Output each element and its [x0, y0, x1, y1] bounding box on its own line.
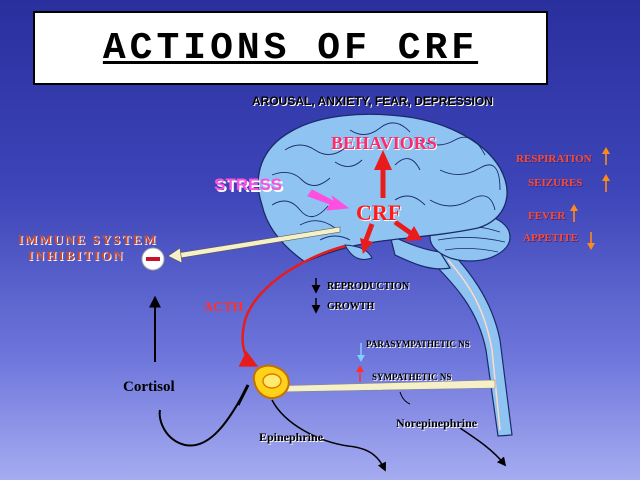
cortisol-loop: [158, 384, 249, 447]
behaviors-label: BEHAVIORS: [331, 133, 437, 153]
pituitary: [344, 244, 373, 260]
reproduction-label: REPRODUCTION: [327, 281, 410, 292]
norepinephrine-arrow: [459, 427, 507, 467]
respiration-label: RESPIRATION: [516, 153, 592, 165]
acth-arrow: [238, 244, 346, 367]
immune-label-line2: INHIBITION: [28, 248, 125, 263]
stress-arrow: [307, 189, 350, 211]
immune-label: IMMUNE SYSTEM INHIBITION: [18, 232, 158, 264]
parasympathetic-label: PARASYMPATHETIC NS: [366, 339, 470, 349]
page-title: ACTIONS OF CRF: [102, 27, 479, 70]
growth-label: GROWTH: [327, 301, 375, 312]
spinal-cord: [431, 238, 513, 437]
title-box: ACTIONS OF CRF: [33, 11, 548, 85]
acth-label: ACTH: [203, 300, 244, 315]
epinephrine-label: Epinephrine: [259, 430, 324, 444]
brain-stem: [389, 233, 451, 270]
seizures-label: SEIZURES: [528, 177, 583, 189]
appetite-label: APPETITE: [523, 232, 579, 244]
epinephrine-arrow: [271, 399, 387, 472]
spinal-cord-highlight: [447, 259, 501, 431]
sympathetic-label: SYMPATHETIC NS: [372, 372, 452, 382]
subtitle: AROUSAL, ANXIETY, FEAR, DEPRESSION: [252, 94, 493, 108]
norepinephrine-label: Norepinephrine: [396, 416, 478, 430]
stress-label: STRESS: [214, 175, 283, 194]
adrenal-gland: [252, 364, 290, 399]
fever-label: FEVER: [528, 210, 566, 222]
cortisol-label: Cortisol: [123, 379, 175, 395]
immune-label-line1: IMMUNE SYSTEM: [18, 232, 158, 247]
crf-label: CRF: [356, 200, 402, 225]
